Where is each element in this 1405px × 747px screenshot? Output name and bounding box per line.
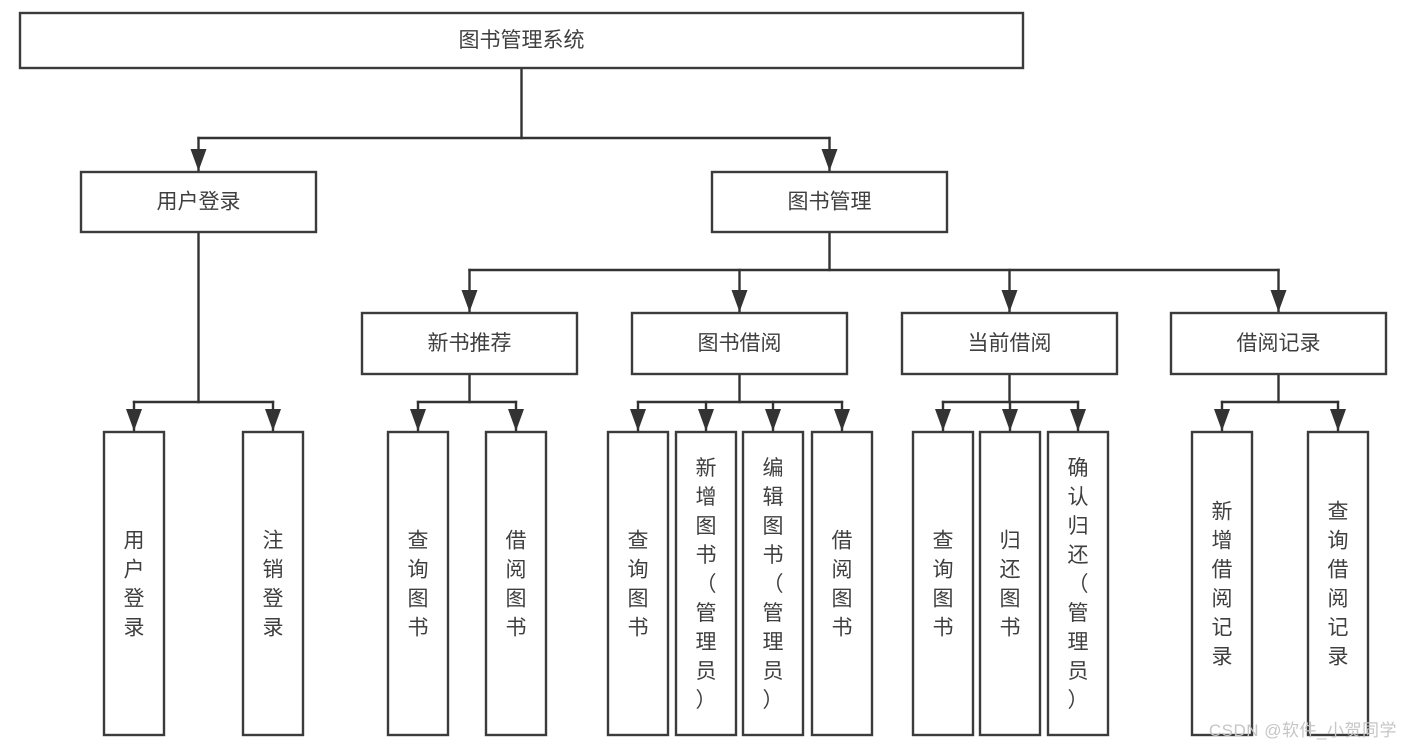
arrow-to-leaf-user-login: [126, 409, 142, 431]
node-leaf-user-login[interactable]: 用户登录: [102, 430, 166, 737]
node-leaf-user-logout[interactable]: 注销登录: [241, 430, 305, 737]
node-leaf-user-login-label: 用户登录: [124, 530, 145, 640]
node-leaf-query-book-3[interactable]: 查询图书: [911, 430, 975, 737]
node-user-login-box: [79, 170, 318, 234]
arrow-to-leaf-edit-book: [765, 409, 781, 431]
arrow-to-leaf-query-book-1: [410, 409, 426, 431]
node-leaf-query-borrow-record-box: [1306, 430, 1370, 737]
arrow-to-leaf-borrow-book-1: [508, 409, 524, 431]
node-leaf-edit-book-box: [741, 430, 805, 737]
node-leaf-add-borrow-record[interactable]: 新增借阅记录: [1190, 430, 1254, 737]
node-leaf-borrow-book-1[interactable]: 借阅图书: [484, 430, 548, 737]
arrow-to-book-manage: [821, 149, 838, 171]
node-book-manage[interactable]: 图书管理: [710, 170, 949, 234]
arrow-to-new-book-recommend: [461, 290, 478, 312]
node-leaf-confirm-return-box: [1046, 430, 1110, 737]
node-root-box: [18, 11, 1025, 70]
arrow-to-leaf-confirm-return: [1070, 409, 1086, 431]
node-leaf-query-book-3-box: [911, 430, 975, 737]
node-book-manage-label: 图书管理: [788, 191, 872, 214]
node-book-borrow-box: [630, 311, 849, 376]
node-new-book-recommend-label: 新书推荐: [428, 332, 512, 355]
node-leaf-confirm-return[interactable]: 确认归还（管理员）: [1046, 430, 1110, 737]
node-current-borrow-label: 当前借阅: [968, 332, 1052, 355]
node-leaf-user-logout-box: [241, 430, 305, 737]
arrow-to-current-borrow: [1001, 290, 1018, 312]
arrow-to-borrow-record: [1270, 290, 1287, 312]
node-leaf-query-borrow-record[interactable]: 查询借阅记录: [1306, 430, 1370, 737]
connectors-layer: [126, 66, 1346, 432]
node-leaf-user-login-box: [102, 430, 166, 737]
arrow-to-leaf-borrow-book-2: [834, 409, 850, 431]
arrow-to-leaf-add-borrow-record: [1214, 409, 1230, 431]
node-leaf-add-book[interactable]: 新增图书（管理员）: [674, 430, 738, 737]
node-leaf-edit-book[interactable]: 编辑图书（管理员）: [741, 430, 805, 737]
arrow-to-leaf-return-book: [1002, 409, 1018, 431]
node-leaf-borrow-book-1-label: 借阅图书: [506, 530, 527, 640]
node-leaf-confirm-return-label: 确认归还（管理员）: [1068, 457, 1089, 712]
node-borrow-record-box: [1169, 311, 1388, 376]
node-current-borrow-box: [900, 311, 1119, 376]
node-leaf-return-book-box: [978, 430, 1042, 737]
arrow-to-leaf-user-logout: [265, 409, 281, 431]
node-leaf-query-book-2-label: 查询图书: [628, 530, 649, 640]
node-leaf-query-book-2[interactable]: 查询图书: [606, 430, 670, 737]
node-leaf-borrow-book-1-box: [484, 430, 548, 737]
node-root-label: 图书管理系统: [459, 29, 585, 52]
node-leaf-return-book[interactable]: 归还图书: [978, 430, 1042, 737]
node-book-borrow[interactable]: 图书借阅: [630, 311, 849, 376]
node-leaf-query-borrow-record-label: 查询借阅记录: [1328, 501, 1349, 669]
node-leaf-borrow-book-2-box: [810, 430, 874, 737]
node-leaf-query-book-1[interactable]: 查询图书: [386, 430, 450, 737]
node-new-book-recommend[interactable]: 新书推荐: [360, 311, 579, 376]
node-borrow-record[interactable]: 借阅记录: [1169, 311, 1388, 376]
node-leaf-add-borrow-record-box: [1190, 430, 1254, 737]
node-leaf-add-book-box: [674, 430, 738, 737]
node-book-borrow-label: 图书借阅: [698, 332, 782, 355]
node-leaf-edit-book-label: 编辑图书（管理员）: [763, 457, 784, 712]
node-user-login-label: 用户登录: [157, 191, 241, 214]
arrow-to-leaf-query-book-2: [630, 409, 646, 431]
node-leaf-user-logout-label: 注销登录: [263, 530, 284, 640]
arrow-to-book-borrow: [731, 290, 748, 312]
node-leaf-query-book-3-label: 查询图书: [933, 530, 954, 640]
node-leaf-add-book-label: 新增图书（管理员）: [696, 457, 717, 712]
node-root[interactable]: 图书管理系统: [18, 11, 1025, 70]
arrow-to-leaf-query-borrow-record: [1330, 409, 1346, 431]
node-leaf-query-book-2-box: [606, 430, 670, 737]
node-current-borrow[interactable]: 当前借阅: [900, 311, 1119, 376]
node-leaf-borrow-book-2[interactable]: 借阅图书: [810, 430, 874, 737]
arrow-to-user-login: [190, 149, 207, 171]
node-user-login[interactable]: 用户登录: [79, 170, 318, 234]
node-borrow-record-label: 借阅记录: [1237, 332, 1321, 355]
node-new-book-recommend-box: [360, 311, 579, 376]
nodes-layer: 图书管理系统用户登录图书管理新书推荐图书借阅当前借阅借阅记录用户登录注销登录查询…: [18, 11, 1388, 737]
node-leaf-add-borrow-record-label: 新增借阅记录: [1212, 501, 1233, 669]
arrow-to-leaf-add-book: [698, 409, 714, 431]
node-book-manage-box: [710, 170, 949, 234]
node-leaf-return-book-label: 归还图书: [1000, 530, 1021, 640]
node-leaf-query-book-1-label: 查询图书: [408, 530, 429, 640]
arrow-to-leaf-query-book-3: [935, 409, 951, 431]
node-leaf-query-book-1-box: [386, 430, 450, 737]
node-leaf-borrow-book-2-label: 借阅图书: [832, 530, 853, 640]
